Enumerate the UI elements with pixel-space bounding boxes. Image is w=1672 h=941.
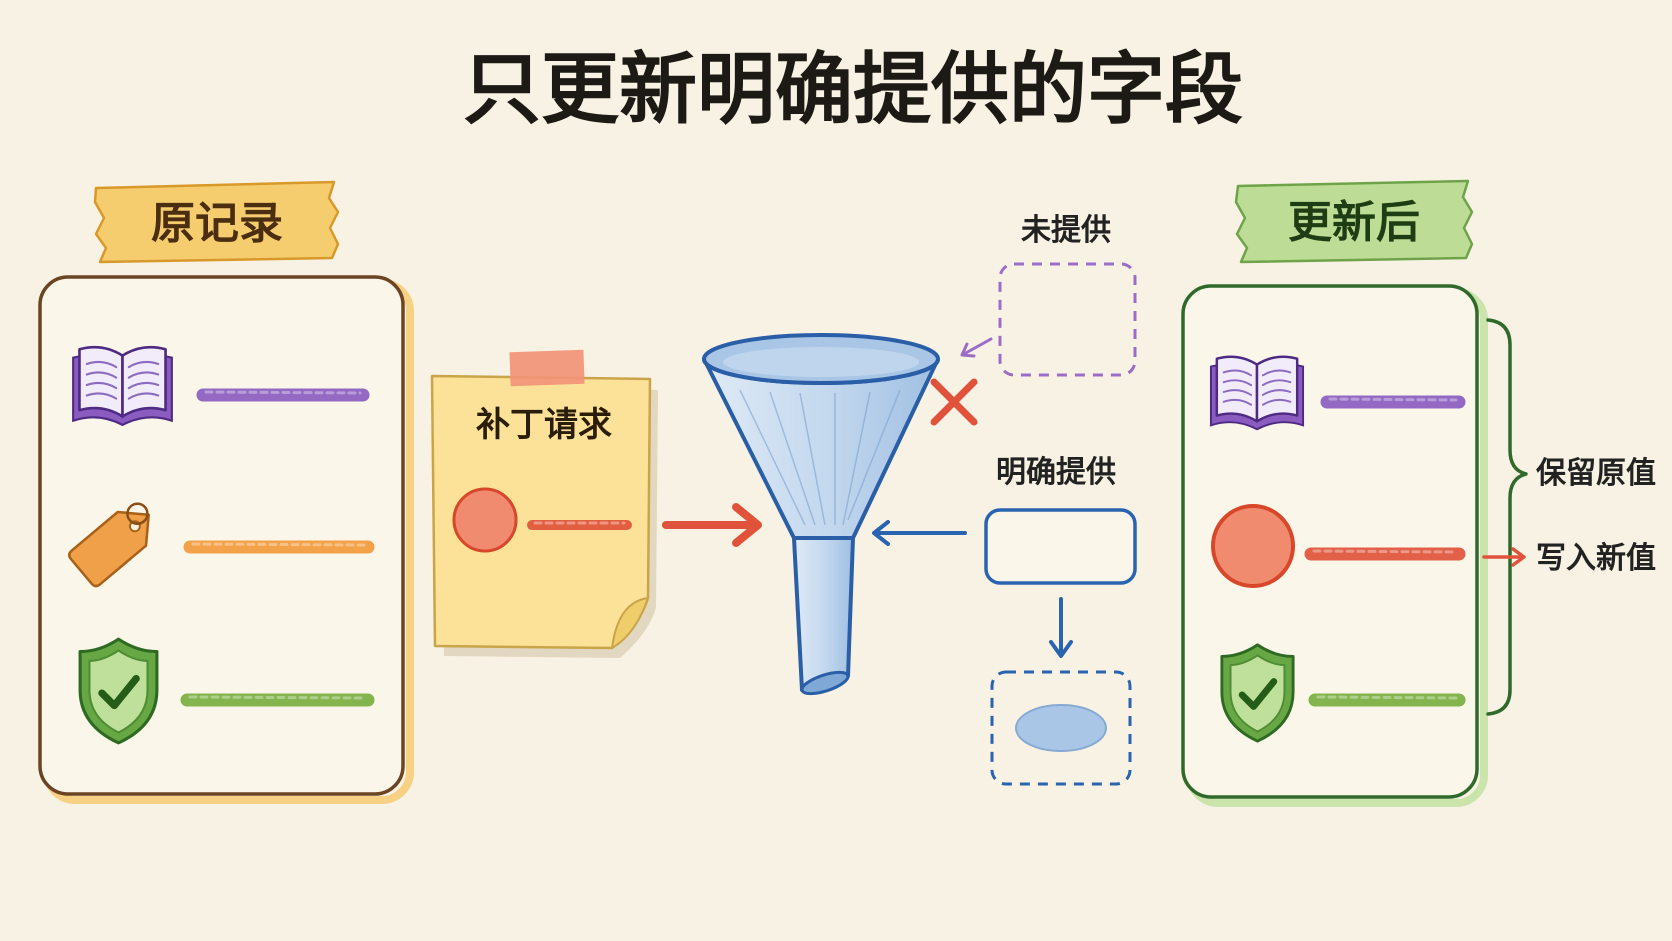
arrow-head: [732, 503, 762, 547]
circle-icon: [452, 487, 518, 553]
provided-to-funnel-arrow: [872, 520, 967, 546]
field-value-line: [1320, 395, 1466, 409]
arrow-shaft: [962, 337, 993, 356]
provided-value-box: [990, 670, 1132, 786]
provided-value-blob: [1015, 704, 1107, 752]
field-value-line: [196, 388, 370, 402]
write-new-label: 写入新值: [1536, 541, 1656, 576]
page-title: 只更新明确提供的字段: [463, 45, 1243, 135]
updated-record-card: [1181, 284, 1488, 807]
funnel-hatching: [739, 389, 901, 526]
funnel-icon: [702, 333, 940, 696]
original-record-label-tape: 原记录: [93, 180, 340, 264]
not-provided-field-box: [998, 262, 1137, 377]
note-tape: [509, 349, 585, 387]
book-icon: [71, 345, 174, 427]
tape-green: [1234, 179, 1474, 264]
book-icon: [1209, 355, 1305, 431]
field-value-line: [180, 693, 375, 707]
kept-fields-brace: [1486, 318, 1528, 716]
not-provided-label: 未提供: [1021, 213, 1111, 248]
provided-label: 明确提供: [996, 455, 1116, 490]
provided-down-arrow: [1049, 597, 1073, 658]
updated-record-label: 更新后: [1288, 197, 1420, 248]
patch-request-label: 补丁请求: [476, 405, 612, 445]
field-value-line: [1304, 547, 1466, 561]
funnel-spout-mouth: [800, 670, 850, 696]
original-record-card: [38, 275, 414, 804]
keep-original-label: 保留原值: [1536, 456, 1656, 491]
write-new-arrow: [1482, 547, 1526, 567]
provided-field-box: [984, 508, 1137, 585]
arrow-head: [1511, 547, 1526, 567]
cross-icon: [930, 378, 978, 426]
field-value-line: [183, 540, 375, 554]
original-record-label: 原记录: [151, 198, 283, 249]
arrow-head: [872, 520, 890, 546]
patch-to-funnel-arrow: [662, 503, 762, 547]
funnel-opening-highlight: [723, 347, 919, 377]
field-value-line: [527, 520, 632, 530]
field-value-line: [1308, 693, 1466, 707]
tape-yellow: [93, 180, 340, 264]
funnel-spout: [792, 536, 855, 692]
circle-icon: [1211, 504, 1295, 588]
updated-record-label-tape: 更新后: [1234, 179, 1474, 264]
note-curled-corner: [611, 597, 649, 649]
not-provided-arrow: [960, 337, 993, 358]
patch-request-note: 补丁请求: [430, 349, 658, 658]
arrow-head: [960, 342, 976, 358]
arrow-head: [1049, 640, 1073, 658]
